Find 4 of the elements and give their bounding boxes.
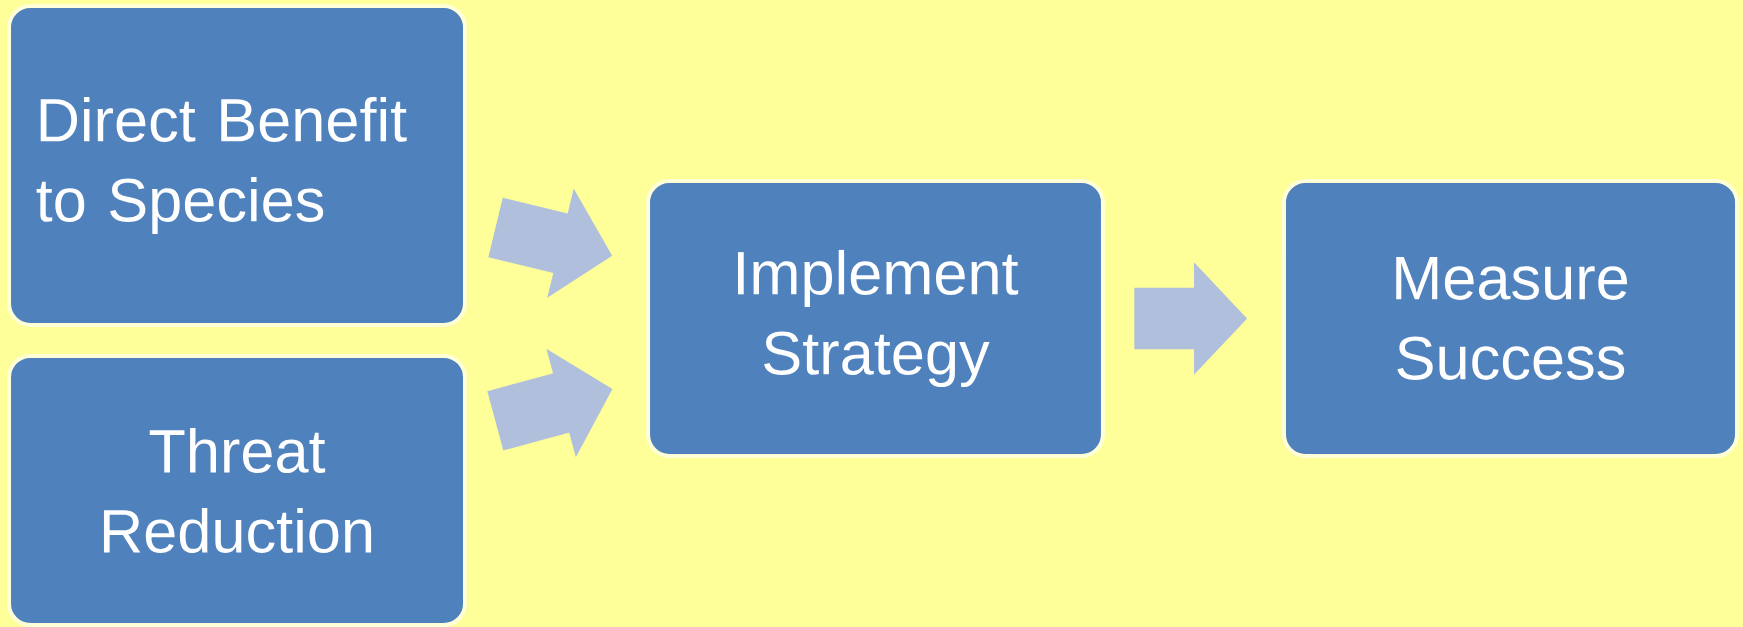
process-box: Direct Benefit to Species [7,4,467,327]
process-box: Threat Reduction [7,353,467,627]
process-box: Measure Success [1282,179,1740,458]
process-box: Implement Strategy [646,179,1105,458]
